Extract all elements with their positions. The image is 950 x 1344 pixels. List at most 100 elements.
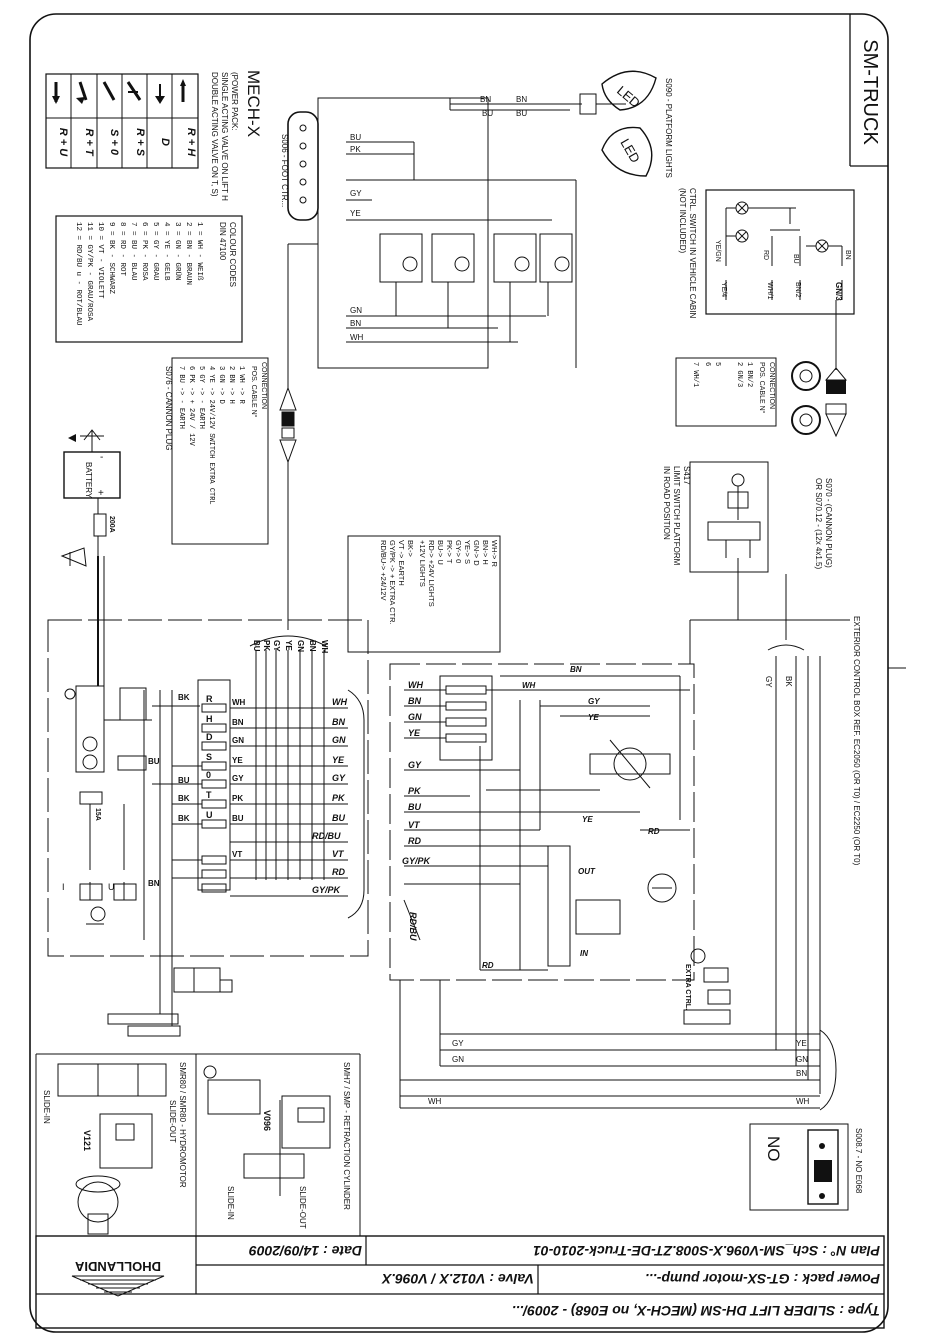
svg-text:SMH7 / SMP - RETRACTION CYLIND: SMH7 / SMP - RETRACTION CYLINDER (342, 1062, 351, 1210)
power-pack-labels: 15A BU BK BN I U (62, 693, 190, 892)
svg-text:YE: YE (332, 755, 345, 765)
control-inner-labels: BN WH GY YE YE OUT IN RD RD (482, 665, 660, 970)
svg-text:PK: PK (350, 145, 361, 154)
cabin-control-switch: CTRL. SWITCH IN VEHICLE CABIN (NOT INCLU… (678, 188, 855, 318)
bundle-wire-labels: WH BN GN YE GY PK BU (252, 640, 329, 654)
svg-text:4 YE -> 24V/12V SWITCH EXTRA: 4 YE -> 24V/12V SWITCH EXTRA CTRL (207, 366, 215, 505)
svg-text:11 = GY/PK - GRAU/ROSA: 11 = GY/PK - GRAU/ROSA (85, 222, 93, 322)
svg-text:RD/BU-> +24/12V: RD/BU-> +24/12V (379, 540, 388, 600)
colour-codes-box: COLOUR CODES DIN 47100 1 = WH - WEIß 2 =… (55, 215, 243, 343)
svg-text:POS. CABLE N°: POS. CABLE N° (758, 362, 766, 414)
wire-map-box: WH-> R BN-> H GN-> D YE-> S GY-> 0 PK-> … (347, 535, 501, 653)
s417-limit-switch: S417 LIMIT SWITCH PLATFORM IN ROAD POSIT… (662, 461, 769, 620)
pedal-arrow-icon (52, 79, 186, 104)
svg-text:12 = RD/BU u - ROT/BLAU: 12 = RD/BU u - ROT/BLAU (74, 222, 82, 326)
svg-text:WH: WH (796, 1097, 810, 1106)
svg-text:3 GN -> D: 3 GN -> D (217, 366, 225, 404)
svg-text:GY: GY (588, 697, 600, 706)
led-lamp-icon (601, 126, 653, 177)
svg-text:BK->: BK-> (406, 540, 415, 558)
svg-text:YE: YE (284, 640, 293, 651)
svg-text:V096: V096 (262, 1110, 272, 1131)
svg-text:2 GN/3: 2 GN/3 (735, 362, 743, 387)
svg-text:YE: YE (350, 209, 361, 218)
svg-text:GN: GN (232, 736, 244, 745)
svg-text:GN: GN (796, 1055, 808, 1064)
svg-text:GY: GY (764, 676, 773, 688)
svg-text:1 WH -> R: 1 WH -> R (237, 366, 245, 405)
svg-text:BN: BN (796, 1069, 807, 1078)
sheet-title: SM-TRUCK (859, 39, 881, 145)
svg-text:9 = BK - SCHWARZ: 9 = BK - SCHWARZ (107, 222, 115, 295)
svg-text:H: H (206, 714, 213, 724)
joystick-icon (613, 747, 647, 781)
ext-box-label: EXTERIOR CONTROL BOX REF. EC2050 (OR T0)… (689, 574, 861, 866)
svg-text:T: T (206, 790, 212, 800)
terminal-side-labels: WH BN GN YE GY PK BU VT BU BK BK (178, 698, 246, 859)
svg-text:BN: BN (148, 879, 160, 888)
svg-text:+: + (98, 488, 104, 499)
svg-text:VT: VT (232, 850, 242, 859)
svg-text:WH: WH (408, 680, 423, 690)
terminal-letters: R H D S 0 T U (206, 694, 213, 820)
svg-text:GN: GN (452, 1055, 464, 1064)
svg-text:RD: RD (482, 961, 494, 970)
mech-x-function-table: R + H D R + S S + 0 R + T R + U (45, 73, 199, 169)
svg-text:GY/PK: GY/PK (402, 856, 432, 866)
svg-text:GY/PK -> + EXTRA CTR.: GY/PK -> + EXTRA CTR. (388, 540, 397, 625)
svg-text:OUT: OUT (578, 867, 596, 876)
date-line: Date : 14/09/2009 (249, 1243, 362, 1259)
svg-text:RD: RD (408, 836, 421, 846)
svg-text:VT: VT (332, 849, 345, 859)
svg-text:RD/BU: RD/BU (408, 912, 418, 941)
control-wire-labels: WH BN GN YE GY PK BU VT RD GY/PK RD/BU (402, 680, 432, 941)
svg-text:SMR80 / SMR80 - HYDROMOTOR: SMR80 / SMR80 - HYDROMOTOR (178, 1062, 187, 1188)
svg-text:SINGLE ACTING VALVE ON LIFT H: SINGLE ACTING VALVE ON LIFT H (220, 72, 229, 201)
cannon-socket-icon (791, 405, 821, 435)
dhollandia-logo: DHOLLANDIA (71, 1259, 165, 1297)
svg-text:V121: V121 (82, 1130, 92, 1151)
svg-text:YE/4: YE/4 (720, 282, 727, 297)
svg-text:7 WH/1: 7 WH/1 (691, 362, 699, 387)
svg-text:BN: BN (350, 319, 361, 328)
svg-text:CONNECTION: CONNECTION (260, 362, 267, 409)
svg-text:YE: YE (232, 756, 243, 765)
hydromotor-icon (77, 1181, 119, 1223)
svg-text:WH: WH (522, 681, 536, 690)
svg-text:SLIDE-OUT: SLIDE-OUT (298, 1186, 307, 1229)
svg-text:COLOUR CODES: COLOUR CODES (228, 222, 237, 287)
sheet-title-cell: SM-TRUCK (849, 14, 888, 167)
svg-text:6 PK -> + 24V / 12V: 6 PK -> + 24V / 12V (187, 366, 195, 447)
svg-text:BN: BN (570, 665, 582, 674)
svg-text:WH/1: WH/1 (766, 282, 773, 300)
main-fuse (93, 513, 107, 537)
svg-text:NO: NO (764, 1136, 783, 1162)
top-wire-labels: BU PK GY YE GN BN WH BN BU BN BU (350, 95, 527, 342)
svg-text:BU: BU (792, 254, 799, 264)
svg-text:GY-> 0: GY-> 0 (454, 540, 463, 563)
svg-text:GN: GN (332, 735, 346, 745)
svg-text:S: S (206, 752, 212, 762)
svg-text:PK: PK (262, 640, 271, 651)
svg-text:4 = YE - GELB: 4 = YE - GELB (162, 222, 170, 281)
svg-text:0: 0 (206, 770, 211, 780)
svg-text:GY: GY (332, 773, 346, 783)
svg-text:15A: 15A (94, 808, 101, 821)
svg-text:BU: BU (482, 109, 493, 118)
svg-text:YE/GN: YE/GN (714, 240, 721, 262)
svg-text:WH-> R: WH-> R (490, 540, 499, 567)
hydraulic-labels: SMH7 / SMP - RETRACTION CYLINDER SMR80 /… (42, 1062, 351, 1229)
svg-text:RD: RD (332, 867, 345, 877)
svg-text:U: U (108, 882, 115, 892)
svg-text:WH: WH (350, 333, 364, 342)
right-bus-labels: YE GN WH BK GY BN GY GN WH (428, 676, 810, 1106)
svg-text:DHOLLANDIA: DHOLLANDIA (74, 1259, 161, 1274)
svg-text:LED: LED (617, 136, 643, 165)
svg-text:R + T: R + T (83, 128, 95, 156)
svg-text:BATTERY: BATTERY (84, 462, 93, 499)
svg-text:BU: BU (178, 776, 190, 785)
sheet-frame (29, 13, 889, 1333)
svg-text:VT -> EARTH: VT -> EARTH (397, 540, 406, 586)
svg-text:7 = BU - BLAU: 7 = BU - BLAU (129, 222, 137, 281)
svg-text:2 = BN - BRAUN: 2 = BN - BRAUN (184, 222, 192, 285)
